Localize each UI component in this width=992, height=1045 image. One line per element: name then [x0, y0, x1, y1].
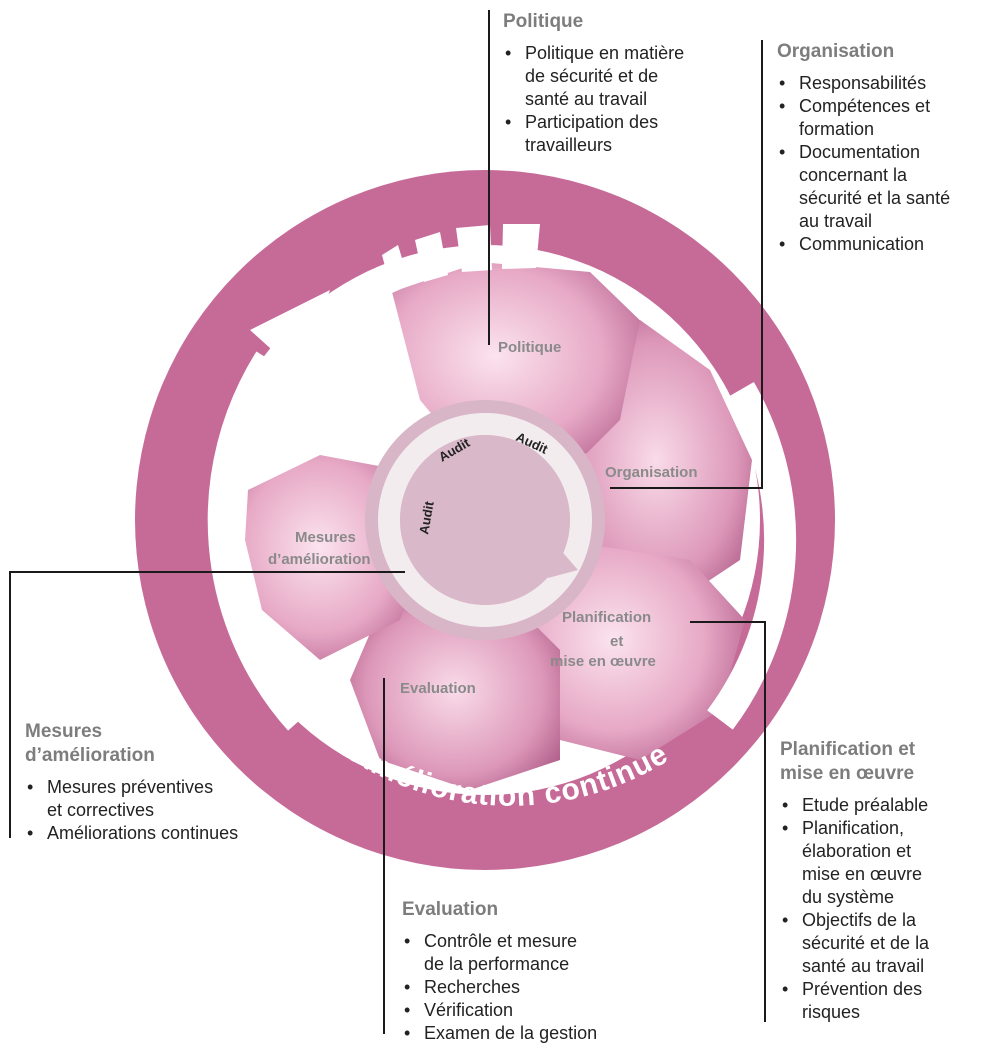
- petal-label-mesures-1: Mesures: [295, 529, 356, 546]
- panel-organisation: Organisation Responsabilités Compétences…: [777, 40, 989, 256]
- panel-organisation-list: Responsabilités Compétences et formation…: [777, 72, 989, 256]
- list-item: Planification, élaboration et mise en œu…: [780, 817, 990, 909]
- panel-planification-title-2: mise en œuvre: [780, 763, 915, 784]
- hub-arrow-head: [548, 540, 578, 578]
- leader-mesures: [9, 571, 405, 838]
- panel-planification: Planification et mise en œuvre Etude pré…: [780, 738, 990, 1024]
- list-item: Améliorations continues: [25, 822, 325, 845]
- ring-arrow: [207, 351, 312, 731]
- panel-politique-title: Politique: [503, 11, 584, 32]
- petal-label-organisation: Organisation: [605, 464, 698, 481]
- panel-mesures-title-2: d’amélioration: [25, 745, 155, 766]
- list-item: Mesures préventives et correctives: [25, 776, 325, 822]
- ring-arrow-head: [250, 290, 330, 375]
- panel-mesures: Mesures d’amélioration Mesures préventiv…: [25, 720, 325, 845]
- list-item: Communication: [777, 233, 989, 256]
- list-item: Responsabilités: [777, 72, 989, 95]
- list-item: Participation des travailleurs: [503, 111, 753, 157]
- list-item: Recherches: [402, 976, 702, 999]
- petal-label-evaluation: Evaluation: [400, 680, 476, 697]
- list-item: Vérification: [402, 999, 702, 1022]
- panel-mesures-list: Mesures préventives et correctives Améli…: [25, 776, 325, 845]
- petal-label-planification-3: mise en œuvre: [550, 653, 656, 670]
- leader-organisation: [610, 40, 763, 489]
- petal-organisation: [560, 320, 752, 600]
- ring-arrow-tail: [707, 382, 797, 730]
- petal-planification: [525, 540, 745, 760]
- petal-label-planification-1: Planification: [562, 609, 651, 626]
- list-item: Objectifs de la sécurité et de la santé …: [780, 909, 990, 978]
- panel-evaluation: Evaluation Contrôle et mesure de la perf…: [402, 898, 702, 1045]
- panel-planification-title: Planification et mise en œuvre: [780, 738, 990, 786]
- leader-lines: [9, 10, 766, 1034]
- panel-organisation-title: Organisation: [777, 41, 895, 62]
- list-item: Contrôle et mesure de la performance: [402, 930, 702, 976]
- list-item: Documentation concernant la sécurité et …: [777, 141, 989, 233]
- panel-planification-title-1: Planification et: [780, 739, 916, 760]
- list-item: Prévention des risques: [780, 978, 990, 1024]
- panel-mesures-title-1: Mesures: [25, 721, 103, 742]
- petal-label-planification-2: et: [610, 633, 623, 650]
- audit-label-left: Audit: [416, 500, 437, 536]
- petal-label-politique: Politique: [498, 339, 561, 356]
- panel-politique-list: Politique en matière de sécurité et de s…: [503, 42, 753, 157]
- panel-evaluation-title: Evaluation: [402, 899, 499, 920]
- hub-ring: [378, 413, 592, 627]
- list-item: Examen de la gestion: [402, 1022, 702, 1045]
- petal-evaluation: [350, 590, 560, 790]
- hub-center: [400, 435, 570, 605]
- petal-label-mesures-2: d’amélioration: [268, 551, 371, 568]
- list-item: Etude préalable: [780, 794, 990, 817]
- panel-evaluation-list: Contrôle et mesure de la performance Rec…: [402, 930, 702, 1045]
- panel-politique: Politique Politique en matière de sécuri…: [503, 10, 753, 157]
- panel-mesures-title: Mesures d’amélioration: [25, 720, 325, 768]
- panel-planification-list: Etude préalable Planification, élaborati…: [780, 794, 990, 1024]
- list-item: Compétences et formation: [777, 95, 989, 141]
- leader-planification: [690, 621, 766, 1022]
- list-item: Politique en matière de sécurité et de s…: [503, 42, 753, 111]
- arrow-stripes: [382, 224, 540, 293]
